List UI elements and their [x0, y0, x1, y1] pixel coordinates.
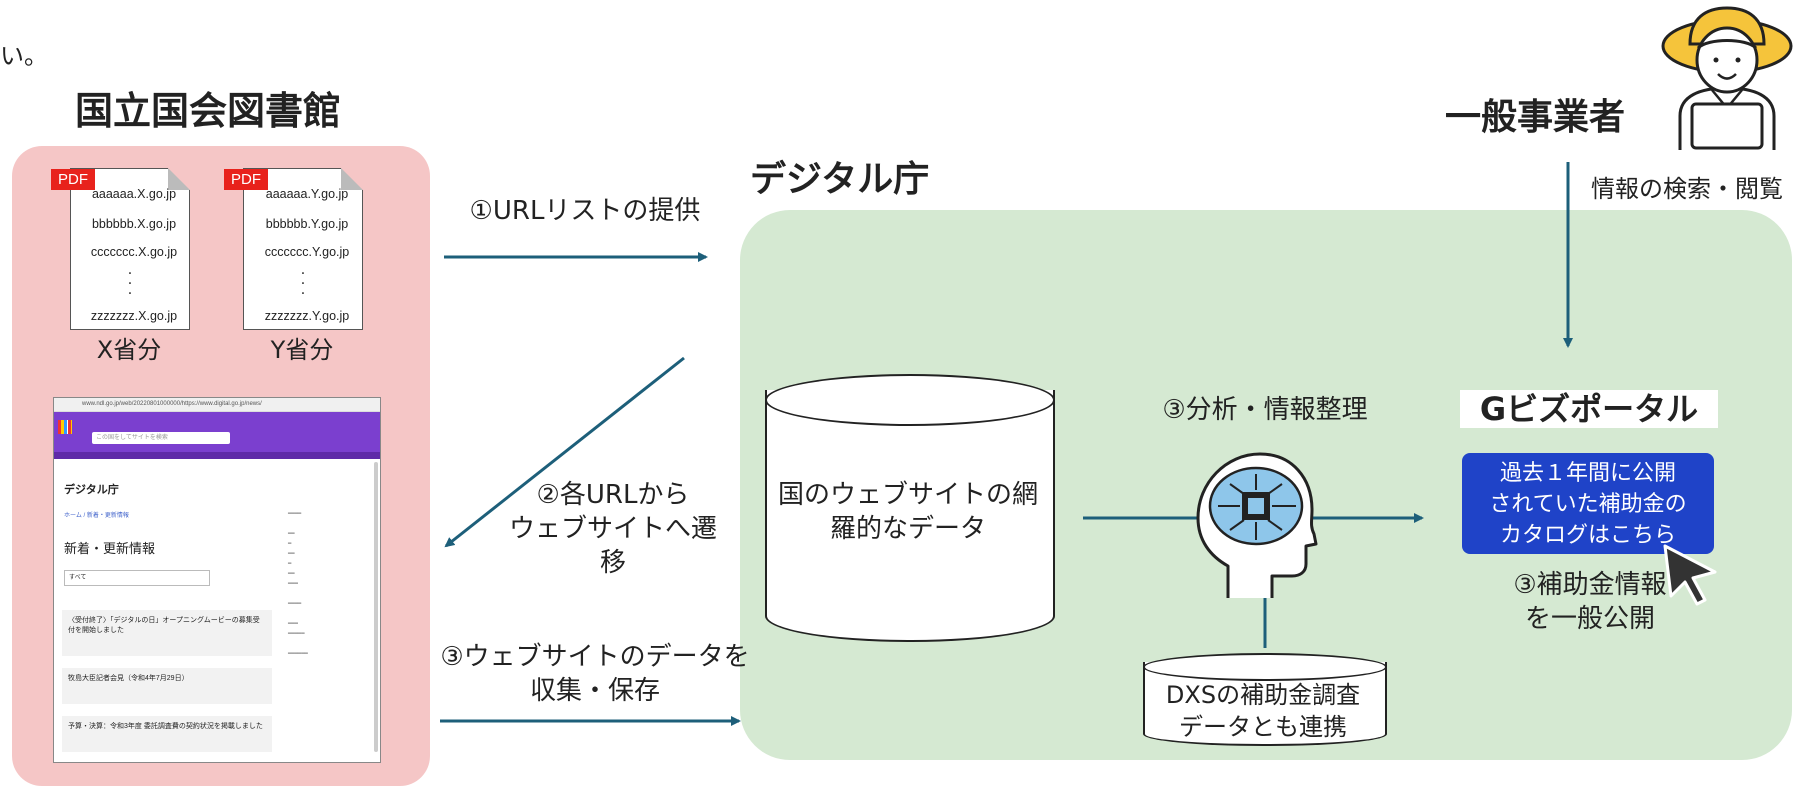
farmer-laptop-icon	[1661, 6, 1793, 150]
url-line: bbbbbb.Y.go.jp	[265, 217, 349, 231]
url-line: ccccccc.Y.go.jp	[264, 245, 350, 259]
url-line: aaaaaa.X.go.jp	[91, 187, 177, 201]
digital-agency-title: デジタル庁	[750, 159, 930, 200]
database-cylinder	[765, 390, 1055, 642]
dxs-cylinder-top	[1143, 653, 1387, 681]
breadcrumb: ホーム / 新着・更新情報	[64, 513, 129, 519]
url-line: bbbbbb.X.go.jp	[91, 217, 177, 231]
cursor-arrow-icon	[1663, 544, 1717, 606]
news-card: 予算・決算：令和3年度 委託調査費の契約状況を掲載しました	[62, 716, 272, 752]
step3-collect-line2: 収集・保存	[529, 676, 660, 706]
ndl-logo-icon	[58, 420, 72, 434]
corner-text: い。	[0, 42, 48, 70]
gbiz-portal-title: Gビズポータル	[1460, 390, 1718, 428]
pdf-x-group: PDF aaaaaa.X.go.jp bbbbbb.X.go.jp cccccc…	[51, 168, 190, 365]
site-header: この国をしてサイトを検索	[54, 412, 380, 452]
transition-arrow	[444, 356, 685, 548]
news-card: 〈受付終了〉「デジタルの日」オープニングムービーの募集受付を開始しました	[62, 610, 272, 656]
archived-website-screenshot: www.ndl.go.jp/web/20220801000000/https:/…	[53, 397, 381, 763]
subsidy-catalog-button[interactable]: 過去１年間に公開 されていた補助金の カタログはこちら	[1462, 453, 1714, 554]
step2-label-line2: ウェブサイトへ遷移	[508, 514, 717, 578]
url-line: ccccccc.X.go.jp	[90, 245, 178, 259]
browser-address-bar: www.ndl.go.jp/web/20220801000000/https:/…	[54, 398, 380, 412]
pdf-document-icon: PDF aaaaaa.Y.go.jp bbbbbb.Y.go.jp cccccc…	[224, 168, 363, 330]
subsidy-catalog-button-line1: 過去１年間に公開	[1499, 461, 1676, 486]
publish-label-line1: ③補助金情報	[1513, 570, 1667, 600]
subsidy-catalog-button-line3: カタログはこちら	[1499, 523, 1676, 548]
analysis-label: ③分析・情報整理	[1162, 395, 1368, 425]
publish-label-line2: を一般公開	[1524, 604, 1655, 634]
site-search-input: この国をしてサイトを検索	[92, 432, 230, 444]
pdf-badge: PDF	[51, 169, 95, 190]
subsidy-catalog-button-line2: されていた補助金の	[1489, 492, 1687, 517]
site-name: デジタル庁	[64, 484, 119, 496]
step3-collect-line1: ③ウェブサイトのデータを	[440, 642, 750, 672]
step1-label: ①URLリストの提供	[469, 196, 701, 226]
business-title: 一般事業者	[1445, 97, 1626, 138]
url-line: zzzzzzz.Y.go.jp	[264, 309, 350, 323]
ellipsis-dots: ···	[300, 266, 306, 302]
page-heading: 新着・更新情報	[64, 541, 156, 556]
category-select: すべて	[64, 570, 210, 586]
database-label-line1: 国のウェブサイトの網	[777, 480, 1038, 510]
dxs-label-line1: DXSの補助金調査	[1165, 681, 1361, 709]
ndl-title: 国立国会図書館	[75, 89, 342, 133]
pdf-document-icon: PDF aaaaaa.X.go.jp bbbbbb.X.go.jp cccccc…	[51, 168, 190, 330]
notice-bar	[54, 452, 380, 459]
dxs-label-line2: データとも連携	[1179, 713, 1347, 741]
database-cylinder-top	[765, 374, 1055, 426]
pdf-y-label: Y省分	[270, 336, 334, 364]
scrollbar	[374, 462, 378, 752]
pdf-badge: PDF	[224, 169, 268, 190]
pdf-y-group: PDF aaaaaa.Y.go.jp bbbbbb.Y.go.jp cccccc…	[224, 168, 363, 365]
pdf-x-label: X省分	[96, 336, 162, 364]
search-browse-label: 情報の検索・閲覧	[1591, 175, 1783, 203]
step2-label-line1: ②各URLから	[536, 480, 690, 510]
database-label-line2: 羅的なデータ	[829, 514, 986, 544]
ellipsis-dots: ···	[127, 266, 133, 302]
brain-chip-icon	[1196, 452, 1318, 598]
news-card: 牧島大臣記者会見（令和4年7月29日）	[62, 668, 272, 704]
sidebar-links: ━━━━━━━━━━━━━━━━━━━━━━━━━━━━━━━━━	[288, 511, 308, 657]
url-line: aaaaaa.Y.go.jp	[265, 187, 349, 201]
url-line: zzzzzzz.X.go.jp	[90, 309, 178, 323]
